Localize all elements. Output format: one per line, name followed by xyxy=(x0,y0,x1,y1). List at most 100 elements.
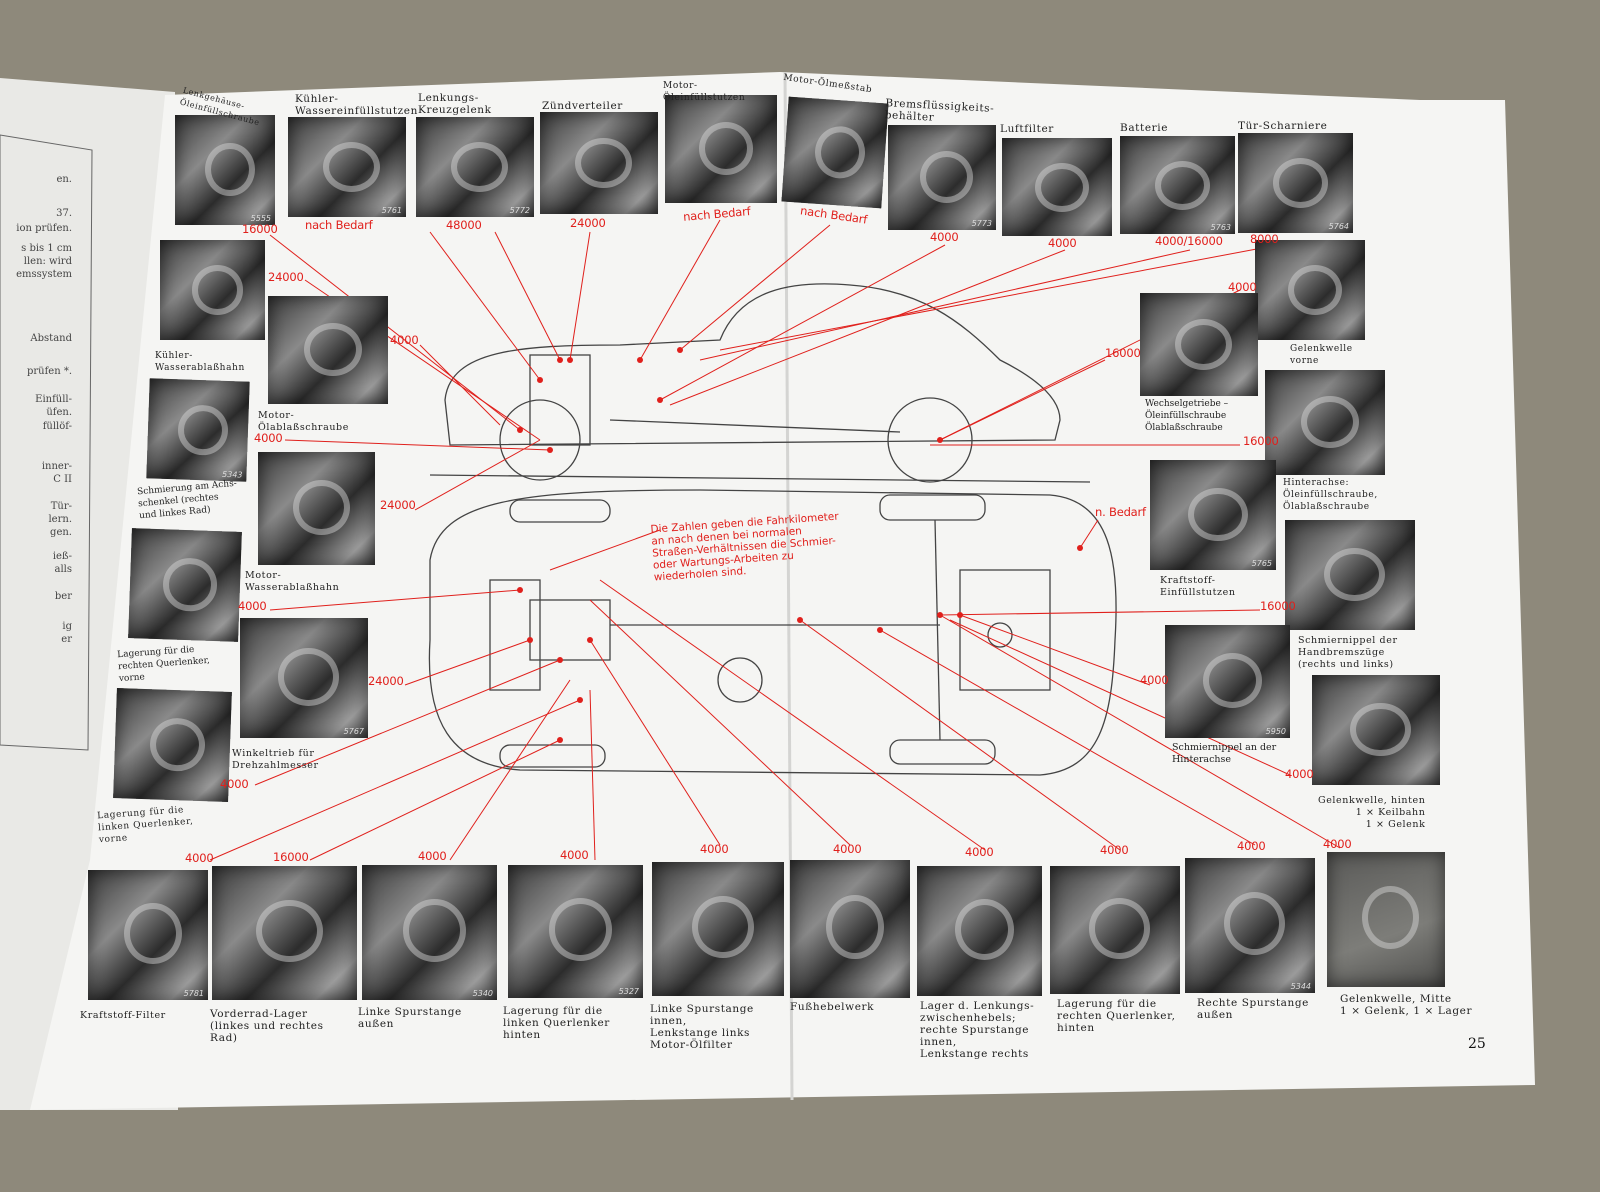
photo-dipstick xyxy=(781,96,889,209)
car-side-view xyxy=(429,283,1091,483)
photo-steering-joint: 5772 xyxy=(416,117,534,217)
left-text-line: Tür- xyxy=(50,501,72,512)
interval-steering-box: 16000 xyxy=(242,222,278,236)
left-text-line: 37. xyxy=(56,208,72,219)
label-propshaft-center: Gelenkwelle, Mitte 1 × Gelenk, 1 × Lager xyxy=(1340,993,1473,1017)
left-text-line: Abstand xyxy=(30,333,72,344)
photo-water-drain xyxy=(258,452,375,565)
label-gearbox: Wechselgetriebe – Öleinfüllschraube Ölab… xyxy=(1145,399,1229,433)
left-text-line: füllöf- xyxy=(42,421,72,432)
label-water-drain: Motor- Wasserablaßhahn xyxy=(245,570,340,593)
left-text-line: C II xyxy=(53,474,72,485)
interval-front-wheel-bearing: 16000 xyxy=(273,850,309,864)
label-handbrake-cables: Schmiernippel der Handbremszüge (rechts … xyxy=(1298,635,1398,670)
interval-door-hinges: 8000 xyxy=(1250,232,1279,246)
photo-code: 5767 xyxy=(343,727,364,736)
photo-code: 5772 xyxy=(509,206,530,215)
photo-code: 5761 xyxy=(381,206,402,215)
interval-left-tie-rod-inner: 4000 xyxy=(700,842,729,856)
left-text-line: er xyxy=(61,634,72,645)
left-text-line: alls xyxy=(54,564,73,575)
photo-code: 5340 xyxy=(472,989,493,998)
photo-propshaft-rear xyxy=(1312,675,1440,785)
label-left-tie-rod-outer: Linke Spurstange außen xyxy=(358,1006,462,1030)
photo-propshaft-front xyxy=(1255,240,1365,340)
interval-fuel-filter: 4000 xyxy=(185,851,214,865)
lubrication-points xyxy=(517,347,1083,743)
label-front-wheel-bearing: Vorderrad-Lager (linkes und rechtes Rad) xyxy=(210,1008,324,1044)
photo-right-wishbone-front xyxy=(128,528,242,642)
label-distributor: Zündverteiler xyxy=(542,100,623,112)
interval-radiator-drain: 24000 xyxy=(268,270,304,284)
left-text-line: ion prüfen. xyxy=(16,223,72,234)
interval-distributor: 24000 xyxy=(570,216,606,230)
photo-left-tie-rod-outer: 5340 xyxy=(362,865,497,1000)
photo-left-wishbone-rear: 5327 xyxy=(508,865,643,998)
photo-left-tie-rod-inner xyxy=(652,862,784,996)
interval-rear-axle-nipples: 4000 xyxy=(1140,673,1169,687)
left-text-line: lern. xyxy=(48,514,72,525)
left-text-line: Einfüll- xyxy=(35,394,72,405)
interval-left-tie-rod-outer: 4000 xyxy=(418,849,447,863)
left-text-line: inner- xyxy=(41,461,72,472)
label-right-wishbone-rear: Lagerung für die rechten Querlenker, hin… xyxy=(1057,998,1176,1034)
interval-propshaft-center: 4000 xyxy=(1323,837,1352,851)
label-rear-axle: Hinterachse: Öleinfüllschraube, Ölablaßs… xyxy=(1283,478,1378,512)
interval-left-wishbone-front: 4000 xyxy=(220,777,249,791)
interval-pedal-assembly: 4000 xyxy=(833,842,862,856)
interval-steering-joint: 48000 xyxy=(446,218,482,232)
photo-code: 5764 xyxy=(1328,222,1349,231)
label-left-wishbone-rear: Lagerung für die linken Querlenker hinte… xyxy=(503,1005,610,1041)
interval-idler-arm: 4000 xyxy=(965,845,994,859)
car-top-view xyxy=(428,489,1117,776)
photo-steering-box: 5555 xyxy=(175,115,275,225)
interval-right-tie-rod-outer: 4000 xyxy=(1237,839,1266,853)
photo-air-filter xyxy=(1002,138,1112,236)
photo-left-wishbone-front xyxy=(113,688,232,802)
photo-code: 5344 xyxy=(1290,982,1311,991)
photo-oil-filler xyxy=(665,95,777,203)
left-text-line: ieß- xyxy=(52,551,72,562)
photo-radiator-drain xyxy=(160,240,265,340)
label-propshaft-front: Gelenkwelle vorne xyxy=(1290,344,1353,366)
interval-gearbox: 16000 xyxy=(1105,346,1141,360)
left-text-line: gen. xyxy=(50,527,72,538)
label-pedal-assembly: Fußhebelwerk xyxy=(790,1001,875,1013)
label-radiator-drain: Kühler- Wasserablaßhahn xyxy=(155,351,245,373)
photo-code: 5950 xyxy=(1265,727,1286,736)
left-text-line: llen: wird xyxy=(23,256,72,267)
photo-code: 5763 xyxy=(1210,223,1231,232)
label-fuel-filler: Kraftstoff- Einfüllstutzen xyxy=(1160,575,1236,598)
label-left-wishbone-front: Lagerung für die linken Querlenker, vorn… xyxy=(96,805,194,846)
photo-handbrake-cables xyxy=(1285,520,1415,630)
photo-rear-axle-nipples: 5950 xyxy=(1165,625,1290,738)
left-text-line: üfen. xyxy=(46,407,72,418)
photo-oil-drain xyxy=(268,296,388,404)
label-oil-drain: Motor- Ölablaßschraube xyxy=(258,410,349,433)
label-steering-joint: Lenkungs- Kreuzgelenk xyxy=(418,92,492,116)
photo-right-tie-rod-outer: 5344 xyxy=(1185,858,1315,993)
photo-front-wheel-bearing xyxy=(212,866,357,1000)
interval-propshaft-front: 4000 xyxy=(1228,280,1257,294)
photo-rear-axle xyxy=(1265,370,1385,475)
label-propshaft-rear: Gelenkwelle, hinten 1 × Keilbahn 1 × Gel… xyxy=(1318,795,1426,830)
interval-propshaft-rear: 4000 xyxy=(1285,767,1314,781)
photo-distributor xyxy=(540,112,658,214)
interval-battery: 4000/16000 xyxy=(1155,234,1223,248)
interval-right-wishbone-rear: 4000 xyxy=(1100,843,1129,857)
photo-idler-arm xyxy=(917,866,1042,996)
label-right-wishbone-front: Lagerung für die rechten Querlenker, vor… xyxy=(116,644,211,685)
interval-air-filter: 4000 xyxy=(1048,236,1077,250)
interval-tachometer-drive: 24000 xyxy=(368,674,404,688)
interval-rear-axle: 16000 xyxy=(1243,434,1279,448)
left-text-line: emssystem xyxy=(16,269,72,280)
left-text-line: ber xyxy=(54,591,72,602)
photo-code: 5555 xyxy=(250,214,271,223)
photo-radiator-filler: 5761 xyxy=(288,117,406,217)
left-text-line: s bis 1 cm xyxy=(21,243,72,254)
photo-brake-fluid: 5773 xyxy=(888,125,996,230)
photo-kingpin: 5343 xyxy=(146,378,250,482)
photo-code: 5781 xyxy=(183,989,204,998)
photo-tachometer-drive: 5767 xyxy=(240,618,368,738)
interval-fuel-filler: n. Bedarf xyxy=(1095,505,1146,519)
